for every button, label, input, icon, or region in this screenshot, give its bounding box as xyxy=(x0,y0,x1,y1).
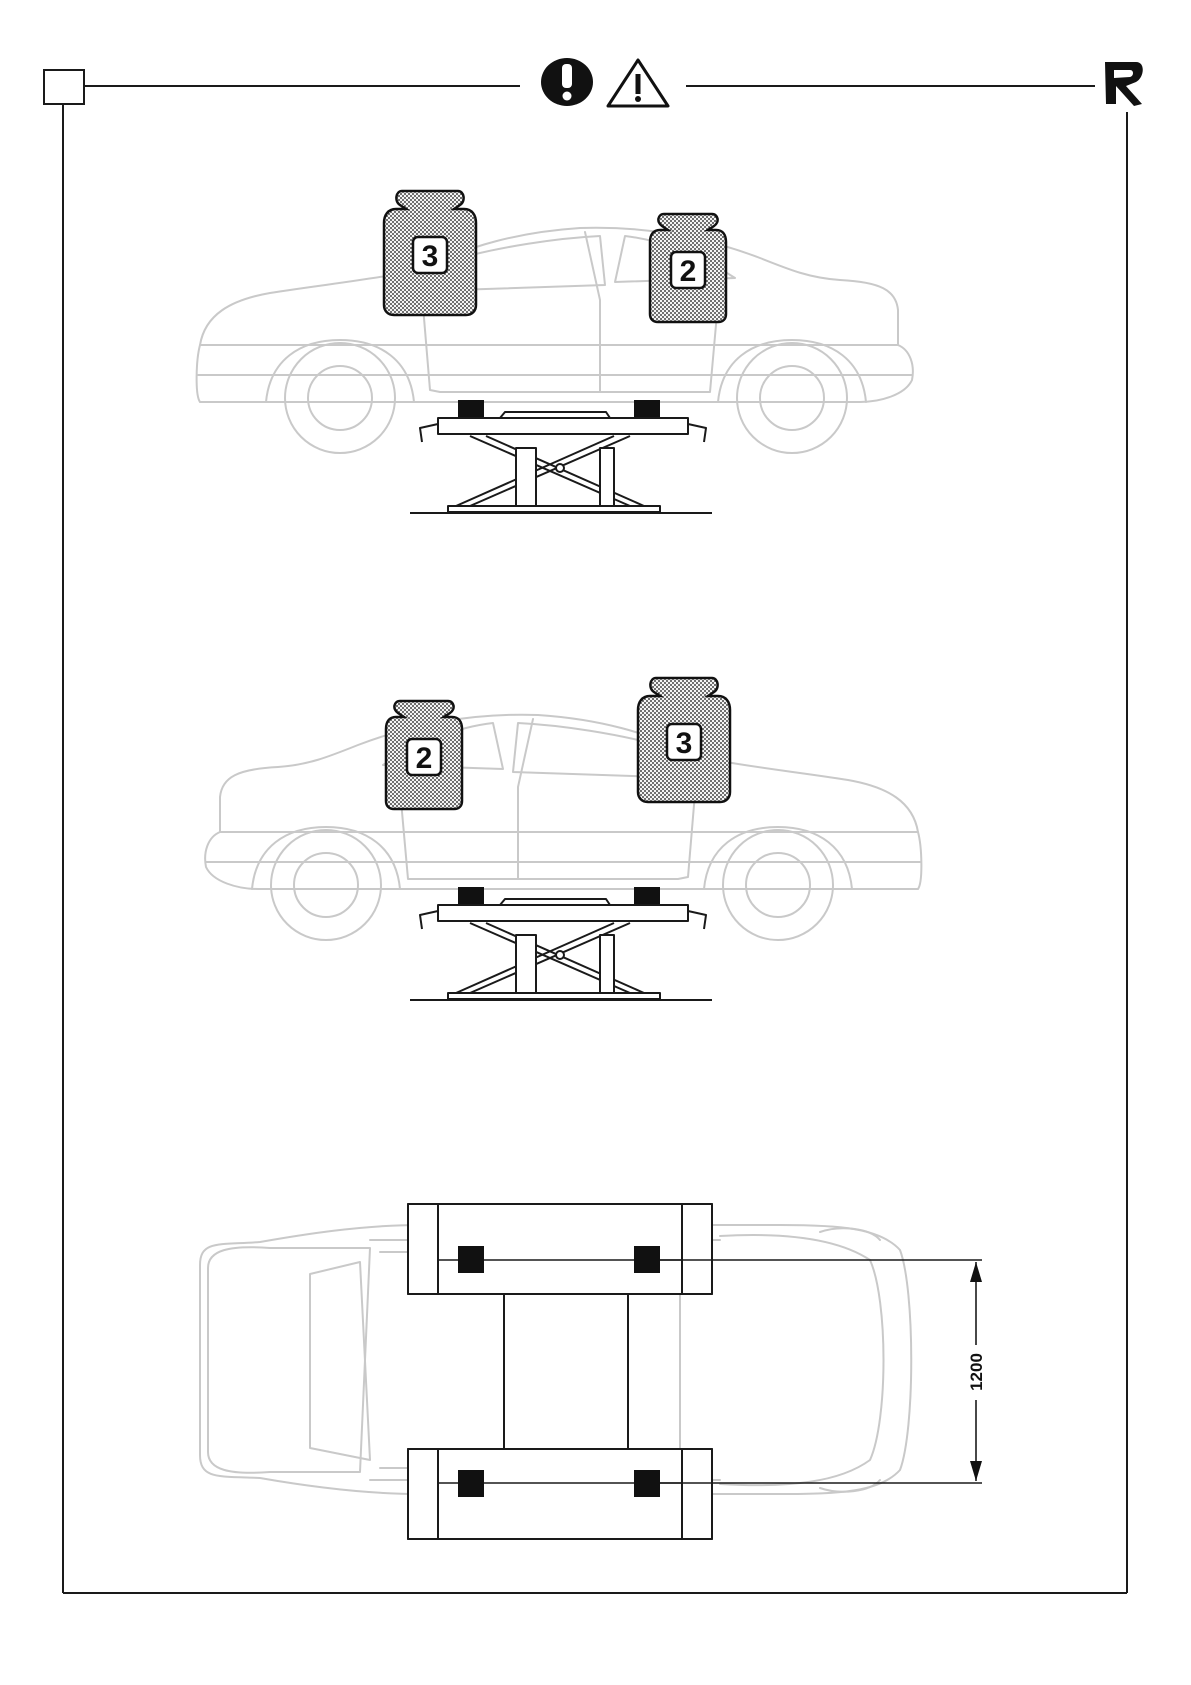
figure-1-side-view: 3 2 xyxy=(197,191,913,513)
caution-exclamation-icon xyxy=(541,58,593,106)
rear-weight-label: 3 xyxy=(676,727,693,760)
figure-2-side-view: 2 3 xyxy=(205,678,921,1000)
lift-pad-rear-left xyxy=(458,1470,484,1497)
front-weight: 3 xyxy=(384,191,476,315)
r-brand-logo xyxy=(1105,62,1143,106)
rear-weight: 3 xyxy=(638,678,730,802)
section-marker-box xyxy=(44,70,84,104)
dimension-label: 1200 xyxy=(967,1353,986,1391)
lift-pad-front-left xyxy=(458,1246,484,1273)
figure-3-top-view: 1200 xyxy=(200,1204,986,1539)
front-weight-label: 2 xyxy=(416,742,433,775)
lift-pad-front-right xyxy=(634,1246,660,1273)
rear-weight: 2 xyxy=(650,214,726,322)
lift-pad-rear-right xyxy=(634,1470,660,1497)
warning-triangle-icon xyxy=(608,60,668,106)
rear-weight-label: 2 xyxy=(680,255,697,288)
front-weight: 2 xyxy=(386,701,462,809)
front-weight-label: 3 xyxy=(422,240,439,273)
